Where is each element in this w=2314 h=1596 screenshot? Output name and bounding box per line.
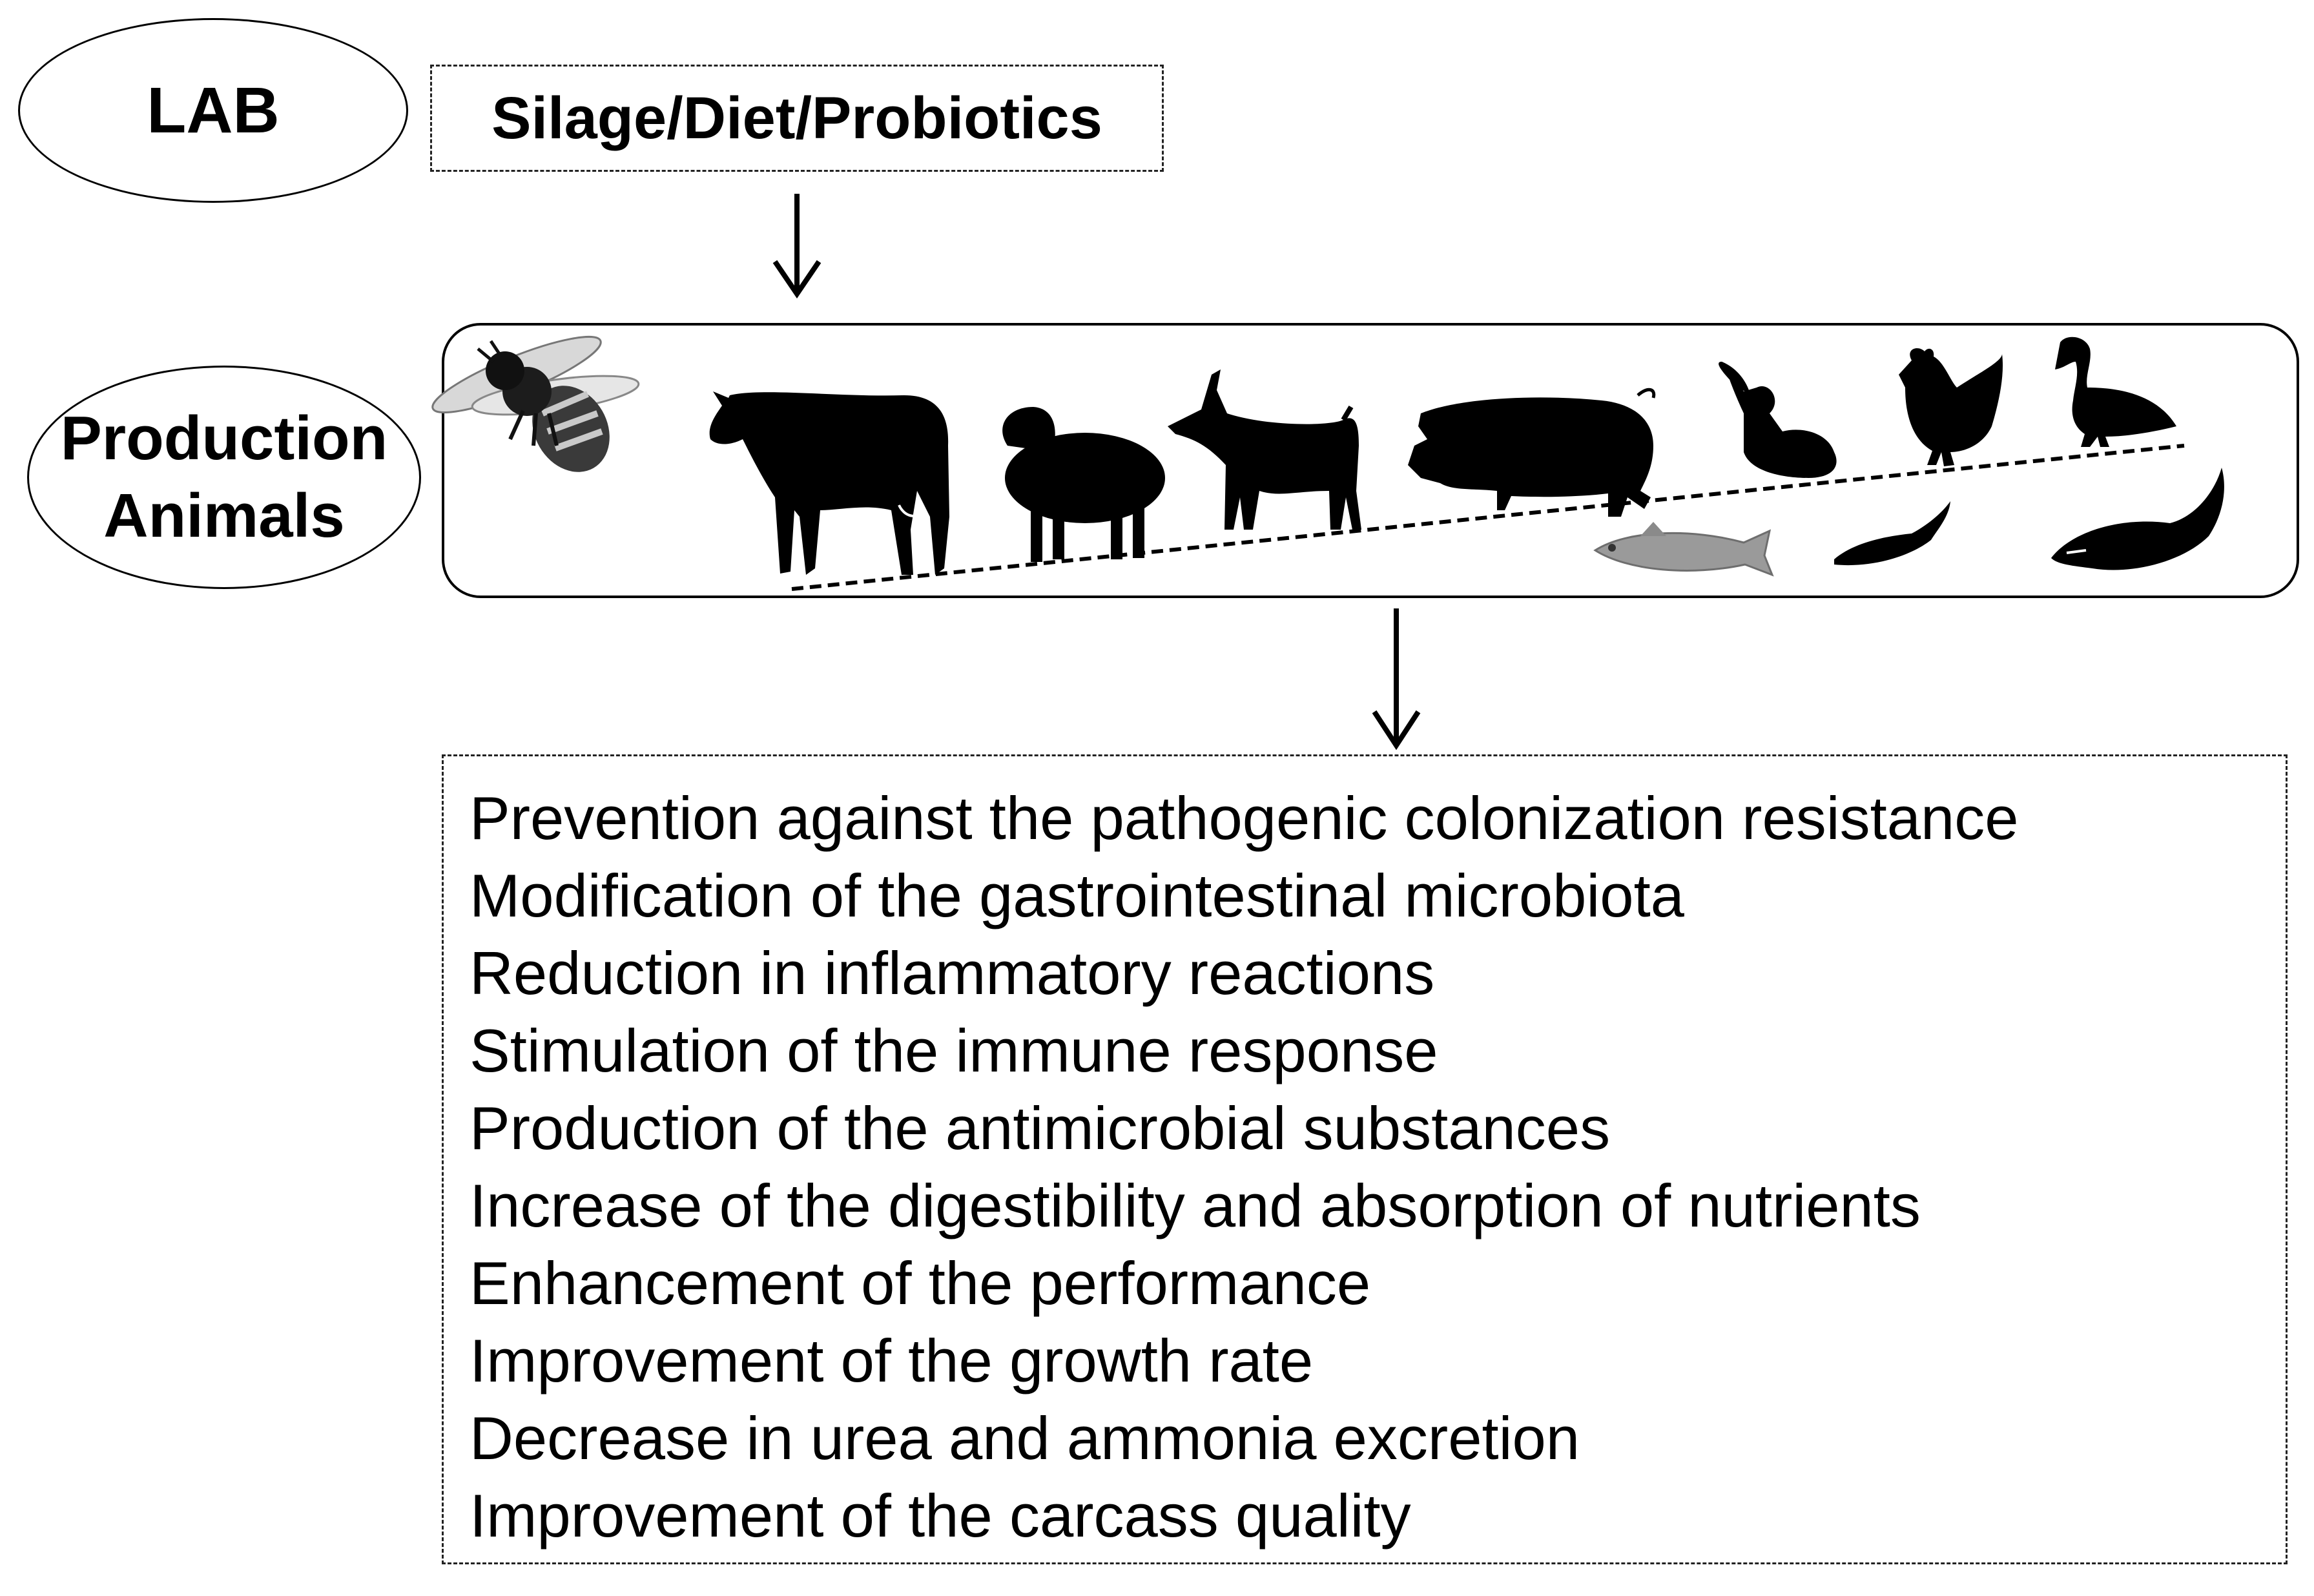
effect-item: Decrease in urea and ammonia excretion: [470, 1404, 1580, 1472]
arrow-down-2: [1372, 608, 1421, 751]
effect-item: Enhancement of the performance: [470, 1249, 1371, 1317]
chicken-icon: [1899, 348, 2003, 466]
pig-icon: [1408, 388, 1656, 517]
effect-item: Stimulation of the immune response: [470, 1017, 1438, 1084]
fish-icon: [1834, 501, 1950, 566]
production-animals-ellipse: Production Animals: [27, 366, 421, 589]
effect-item: Production of the antimicrobial substanc…: [470, 1094, 1611, 1162]
production-animals-label-line1: Production: [60, 404, 388, 473]
lab-label: LAB: [147, 74, 280, 147]
cow-icon: [709, 391, 949, 575]
salmon-icon: [2051, 468, 2224, 570]
duck-icon: [2055, 337, 2176, 447]
trout-icon: [1593, 522, 1774, 577]
effect-item: Modification of the gastrointestinal mic…: [470, 862, 1684, 929]
effect-item: Improvement of the carcass quality: [470, 1482, 1411, 1549]
arrow-down-1: [772, 194, 821, 299]
dashed-baseline: [791, 444, 2185, 591]
effects-box: Prevention against the pathogenic coloni…: [442, 754, 2288, 1564]
silage-diet-probiotics-label: Silage/Diet/Probiotics: [491, 85, 1102, 151]
silage-diet-probiotics-box: Silage/Diet/Probiotics: [430, 65, 1164, 172]
bee-icon: [431, 335, 640, 472]
effect-item: Increase of the digestibility and absorp…: [470, 1172, 1921, 1239]
effect-item: Reduction in inflammatory reactions: [470, 939, 1435, 1007]
rabbit-icon: [1719, 362, 1837, 478]
production-animals-label-line2: Animals: [103, 481, 345, 550]
goat-icon: [1168, 369, 1361, 530]
effect-item: Prevention against the pathogenic coloni…: [470, 784, 2019, 852]
production-animals-panel: [442, 323, 2299, 598]
effect-item: Improvement of the growth rate: [470, 1327, 1314, 1394]
lab-ellipse: LAB: [18, 18, 408, 203]
sheep-icon: [1002, 407, 1165, 562]
